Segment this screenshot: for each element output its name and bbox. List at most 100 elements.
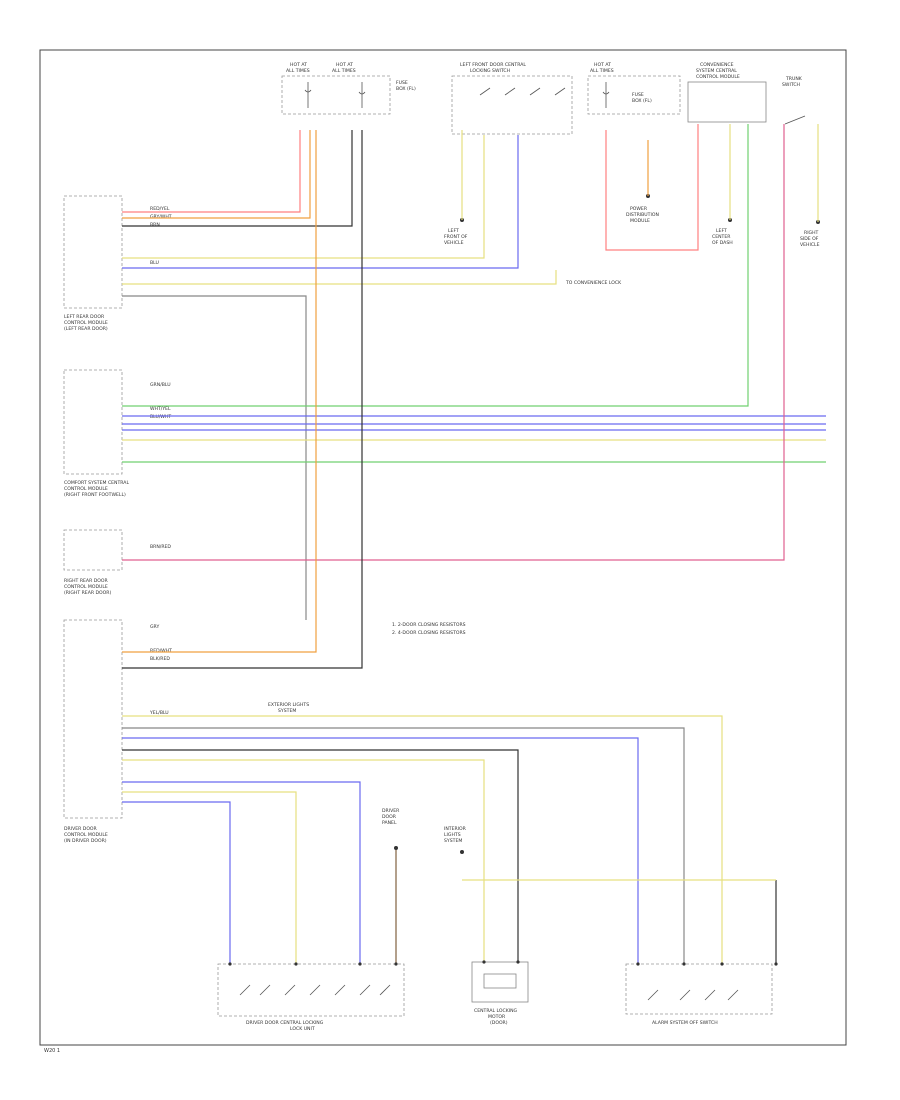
svg-text:TO CONVENIENCE LOCK: TO CONVENIENCE LOCK xyxy=(565,280,622,286)
svg-text:SWITCH: SWITCH xyxy=(782,82,800,88)
fuse-box-label: FUSE BOX (FL) xyxy=(396,80,416,92)
connector-terminal xyxy=(358,962,362,966)
wire-yellow xyxy=(122,759,485,962)
lf-door-switch: LEFT FRONT DOOR CENTRAL LOCKING SWITCH xyxy=(451,62,573,135)
svg-text:CENTER: CENTER xyxy=(712,234,731,240)
svg-text:DOOR: DOOR xyxy=(382,814,397,820)
svg-text:INTERIOR: INTERIOR xyxy=(444,826,467,832)
svg-text:CONTROL MODULE: CONTROL MODULE xyxy=(696,74,740,80)
svg-text:DRIVER DOOR: DRIVER DOOR xyxy=(64,826,98,832)
svg-text:LIGHTS: LIGHTS xyxy=(444,832,461,838)
ground-label: LEFT CENTER OF DASH xyxy=(712,218,733,246)
connector-terminal xyxy=(774,962,778,966)
connector-terminal xyxy=(682,962,686,966)
svg-text:DRIVER: DRIVER xyxy=(382,808,400,814)
svg-text:ALL TIMES: ALL TIMES xyxy=(590,68,614,74)
wires xyxy=(122,124,826,966)
svg-text:MODULE: MODULE xyxy=(630,218,650,224)
svg-text:BLU: BLU xyxy=(150,260,159,266)
svg-text:(RIGHT FRONT FOOTWELL): (RIGHT FRONT FOOTWELL) xyxy=(64,492,126,498)
svg-text:LOCKING SWITCH: LOCKING SWITCH xyxy=(470,68,510,74)
comfort-module: COMFORT SYSTEM CENTRAL CONTROL MODULE (R… xyxy=(63,369,129,498)
wire-gray xyxy=(122,295,307,620)
ground-label: RIGHT SIDE OF VEHICLE xyxy=(800,220,820,248)
svg-text:SYSTEM: SYSTEM xyxy=(444,838,462,844)
svg-text:CENTRAL LOCKING: CENTRAL LOCKING xyxy=(474,1008,518,1014)
svg-text:(LEFT REAR DOOR): (LEFT REAR DOOR) xyxy=(64,326,108,332)
svg-text:(DOOR): (DOOR) xyxy=(490,1020,508,1026)
svg-text:1. 2-DOOR CLOSING RESISTORS: 1. 2-DOOR CLOSING RESISTORS xyxy=(392,622,466,628)
fuse-1: HOT AT ALL TIMES xyxy=(281,62,391,115)
svg-text:GRY: GRY xyxy=(150,624,159,630)
wire-black xyxy=(122,130,363,669)
svg-text:POWER: POWER xyxy=(630,206,648,212)
wire-black xyxy=(122,130,353,227)
wire-orange xyxy=(122,130,311,219)
svg-text:FRONT OF: FRONT OF xyxy=(444,234,468,240)
wire-blue xyxy=(122,737,639,964)
svg-text:SIDE OF: SIDE OF xyxy=(800,236,819,242)
svg-text:EXTERIOR LIGHTS: EXTERIOR LIGHTS xyxy=(268,702,309,708)
svg-text:CONTROL MODULE: CONTROL MODULE xyxy=(64,486,108,492)
right-rear-module: RIGHT REAR DOOR CONTROL MODULE (RIGHT RE… xyxy=(63,529,123,596)
svg-text:SYSTEM CENTRAL: SYSTEM CENTRAL xyxy=(696,68,737,74)
svg-text:LEFT FRONT DOOR CENTRAL: LEFT FRONT DOOR CENTRAL xyxy=(460,62,526,68)
svg-text:HOT AT: HOT AT xyxy=(594,62,611,68)
ground-label: LEFT FRONT OF VEHICLE xyxy=(444,218,468,246)
svg-text:HOT AT: HOT AT xyxy=(290,62,307,68)
svg-text:GRY/WHT: GRY/WHT xyxy=(150,214,172,220)
connector-terminal xyxy=(720,962,724,966)
wire-blue xyxy=(122,781,361,964)
svg-text:LEFT REAR DOOR: LEFT REAR DOOR xyxy=(64,314,105,320)
mirror-motor: CENTRAL LOCKING MOTOR (DOOR) xyxy=(471,961,529,1026)
connector-terminal xyxy=(516,960,520,964)
wire-gray xyxy=(122,727,685,964)
svg-text:DISTRIBUTION: DISTRIBUTION xyxy=(626,212,659,218)
svg-text:VEHICLE: VEHICLE xyxy=(444,240,464,246)
svg-text:BLK/RED: BLK/RED xyxy=(150,656,170,662)
wire-red xyxy=(122,130,301,213)
svg-text:BRN: BRN xyxy=(150,222,160,228)
left-rear-module: LEFT REAR DOOR CONTROL MODULE (LEFT REAR… xyxy=(63,195,123,332)
trunk-module: CONVENIENCE SYSTEM CENTRAL CONTROL MODUL… xyxy=(687,62,767,123)
trunk-switch: TRUNK SWITCH xyxy=(782,76,806,125)
svg-text:LEFT: LEFT xyxy=(448,228,459,234)
svg-text:WHT/YEL: WHT/YEL xyxy=(150,406,171,412)
notes: 1. 2-DOOR CLOSING RESISTORS 2. 4-DOOR CL… xyxy=(268,280,622,714)
ground-label: POWER DISTRIBUTION MODULE xyxy=(626,194,659,224)
connector-terminal xyxy=(482,960,486,964)
svg-text:SYSTEM: SYSTEM xyxy=(278,708,296,714)
wire-blue xyxy=(122,801,231,964)
connector-terminal xyxy=(294,962,298,966)
svg-text:GRN/BLU: GRN/BLU xyxy=(150,382,171,388)
ground-label: DRIVER DOOR PANEL xyxy=(382,808,400,850)
svg-text:LEFT: LEFT xyxy=(716,228,727,234)
connector-terminal xyxy=(394,962,398,966)
wire-yellow xyxy=(122,135,485,259)
svg-text:BOX (FL): BOX (FL) xyxy=(632,98,652,104)
wire-green xyxy=(122,124,749,407)
wire-black xyxy=(122,749,519,962)
wire-yellow xyxy=(122,715,723,964)
connector-terminal xyxy=(228,962,232,966)
svg-text:RIGHT REAR DOOR: RIGHT REAR DOOR xyxy=(64,578,108,584)
svg-text:2. 4-DOOR CLOSING RESISTORS: 2. 4-DOOR CLOSING RESISTORS xyxy=(392,630,466,636)
svg-text:YEL/BLU: YEL/BLU xyxy=(149,710,169,716)
fuse-3: HOT AT ALL TIMES FUSE BOX (FL) xyxy=(587,62,681,115)
svg-text:TRUNK: TRUNK xyxy=(785,76,803,82)
svg-text:(RIGHT REAR DOOR): (RIGHT REAR DOOR) xyxy=(64,590,111,596)
wire-orange xyxy=(122,130,317,653)
svg-text:BOX (FL): BOX (FL) xyxy=(396,86,416,92)
diagram-frame xyxy=(39,49,847,1046)
svg-text:BRN/RED: BRN/RED xyxy=(150,544,171,550)
svg-text:PANEL: PANEL xyxy=(382,820,397,826)
svg-text:BLU/WHT: BLU/WHT xyxy=(150,414,171,420)
svg-text:COMFORT SYSTEM CENTRAL: COMFORT SYSTEM CENTRAL xyxy=(64,480,129,486)
svg-text:(IN DRIVER DOOR): (IN DRIVER DOOR) xyxy=(64,838,107,844)
driver-module: DRIVER DOOR CONTROL MODULE (IN DRIVER DO… xyxy=(63,619,123,844)
svg-text:VEHICLE: VEHICLE xyxy=(800,242,820,248)
svg-text:CONVENIENCE: CONVENIENCE xyxy=(700,62,734,68)
svg-text:MOTOR: MOTOR xyxy=(488,1014,506,1020)
svg-text:CONTROL MODULE: CONTROL MODULE xyxy=(64,832,108,838)
